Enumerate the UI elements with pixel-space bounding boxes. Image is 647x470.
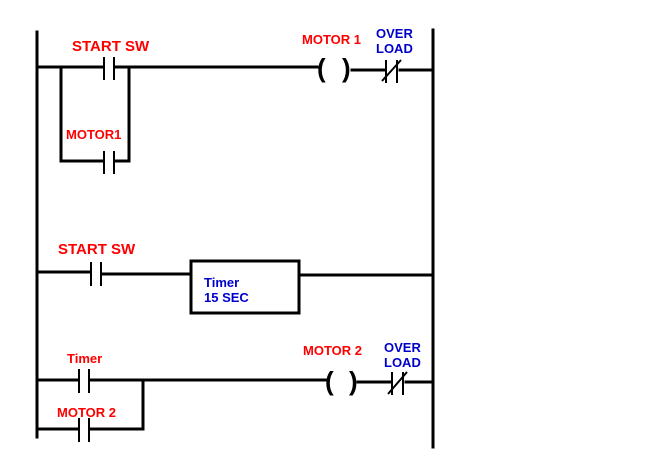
rung1-motor1-seal-label: MOTOR1 — [66, 127, 121, 142]
rung3-motor2-seal-label: MOTOR 2 — [57, 405, 116, 420]
rung2-start-sw-label: START SW — [58, 241, 136, 258]
rung1-motor1-seal-contact — [103, 151, 115, 174]
rung3-coil-close-paren: ) — [349, 366, 358, 396]
rung1-overload-label-line1: OVER — [376, 26, 413, 41]
rung3-overload-contact — [387, 371, 408, 395]
rung1-overload-label-line2: LOAD — [376, 41, 413, 56]
rung2-timer-block — [189, 259, 301, 315]
rung2-timer-label-line1: Timer — [204, 275, 239, 290]
rung2-timer-label-line2: 15 SEC — [204, 290, 249, 305]
rung-3: Timer MOTOR 2 ( ) MOTOR 2 OVER LOAD — [35, 340, 435, 442]
rung-1: START SW MOTOR1 ( ) MOTOR 1 OVER LOAD — [35, 26, 435, 174]
rung3-coil-label: MOTOR 2 — [303, 343, 362, 358]
rung2-start-sw-contact — [90, 262, 102, 286]
rung1-start-sw-contact — [103, 57, 115, 80]
rung3-overload-label-line2: LOAD — [384, 355, 421, 370]
rung-2: START SW Timer 15 SEC — [35, 241, 435, 315]
rung3-motor2-seal-contact — [78, 418, 90, 442]
rung3-coil-open-paren: ( — [325, 366, 334, 396]
rung1-start-sw-label: START SW — [72, 38, 150, 55]
rung3-timer-contact — [78, 369, 90, 393]
rung1-coil-close-paren: ) — [342, 53, 351, 83]
rung1-overload-contact — [381, 59, 402, 83]
rung1-coil-label: MOTOR 1 — [302, 32, 361, 47]
rung1-coil-open-paren: ( — [317, 53, 326, 83]
rung3-overload-label-line1: OVER — [384, 340, 421, 355]
rung3-timer-contact-label: Timer — [67, 351, 102, 366]
